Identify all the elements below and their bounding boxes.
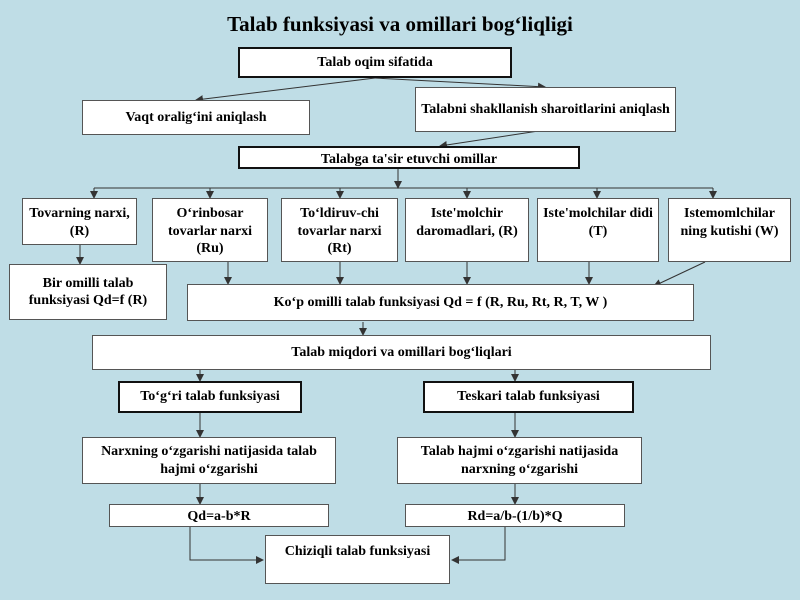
arrow-rd-to-chiziqli <box>451 527 506 564</box>
node-shakllanish: Talabni shakllanish sharoitlarini aniqla… <box>415 87 676 132</box>
arrow-qd-to-chiziqli <box>189 527 264 564</box>
node-orinbosar: O‘rinbosar tovarlar narxi (Ru) <box>152 198 268 262</box>
node-tasir-omillar: Talabga ta'sir etuvchi omillar <box>238 146 580 169</box>
node-togri-funksiya: To‘g‘ri talab funksiyasi <box>118 381 302 413</box>
node-hajm-ozgarishi: Talab hajmi o‘zgarishi natijasida narxni… <box>397 437 642 484</box>
diagram-title: Talab funksiyasi va omillari bog‘liqligi <box>227 12 573 36</box>
node-narx-ozgarishi: Narxning o‘zgarishi natijasida talab haj… <box>82 437 336 484</box>
node-talab-oqim: Talab oqim sifatida <box>238 47 512 78</box>
arrow-oqim-to-shakllanish <box>374 77 546 91</box>
node-kutish: Istemomlchilar ning kutishi (W) <box>668 198 791 262</box>
node-vaqt-oraligi: Vaqt oralig‘ini aniqlash <box>82 100 310 135</box>
node-teskari-funksiya: Teskari talab funksiyasi <box>423 381 634 413</box>
arrow-kutish-to-kop <box>653 261 706 287</box>
node-toldiruvchi: To‘ldiruv-chi tovarlar narxi (Rt) <box>281 198 398 262</box>
node-rd-formula: Rd=a/b-(1/b)*Q <box>405 504 625 527</box>
node-chiziqli: Chiziqli talab funksiyasi <box>265 535 450 584</box>
arrow-oqim-to-vaqt <box>195 77 376 104</box>
arrow-shakllanish-to-omillar <box>439 129 546 149</box>
node-bir-omilli: Bir omilli talab funksiyasi Qd=f (R) <box>9 264 167 320</box>
node-miqdor-boglik: Talab miqdori va omillari bog‘liqlari <box>92 335 711 370</box>
node-kop-omilli: Ko‘p omilli talab funksiyasi Qd = f (R, … <box>187 284 694 321</box>
node-daromad: Iste'molchir daromadlari, (R) <box>405 198 529 262</box>
node-qd-formula: Qd=a-b*R <box>109 504 329 527</box>
node-did: Iste'molchilar didi (T) <box>537 198 659 262</box>
node-tovar-narxi: Tovarning narxi, (R) <box>22 198 137 245</box>
